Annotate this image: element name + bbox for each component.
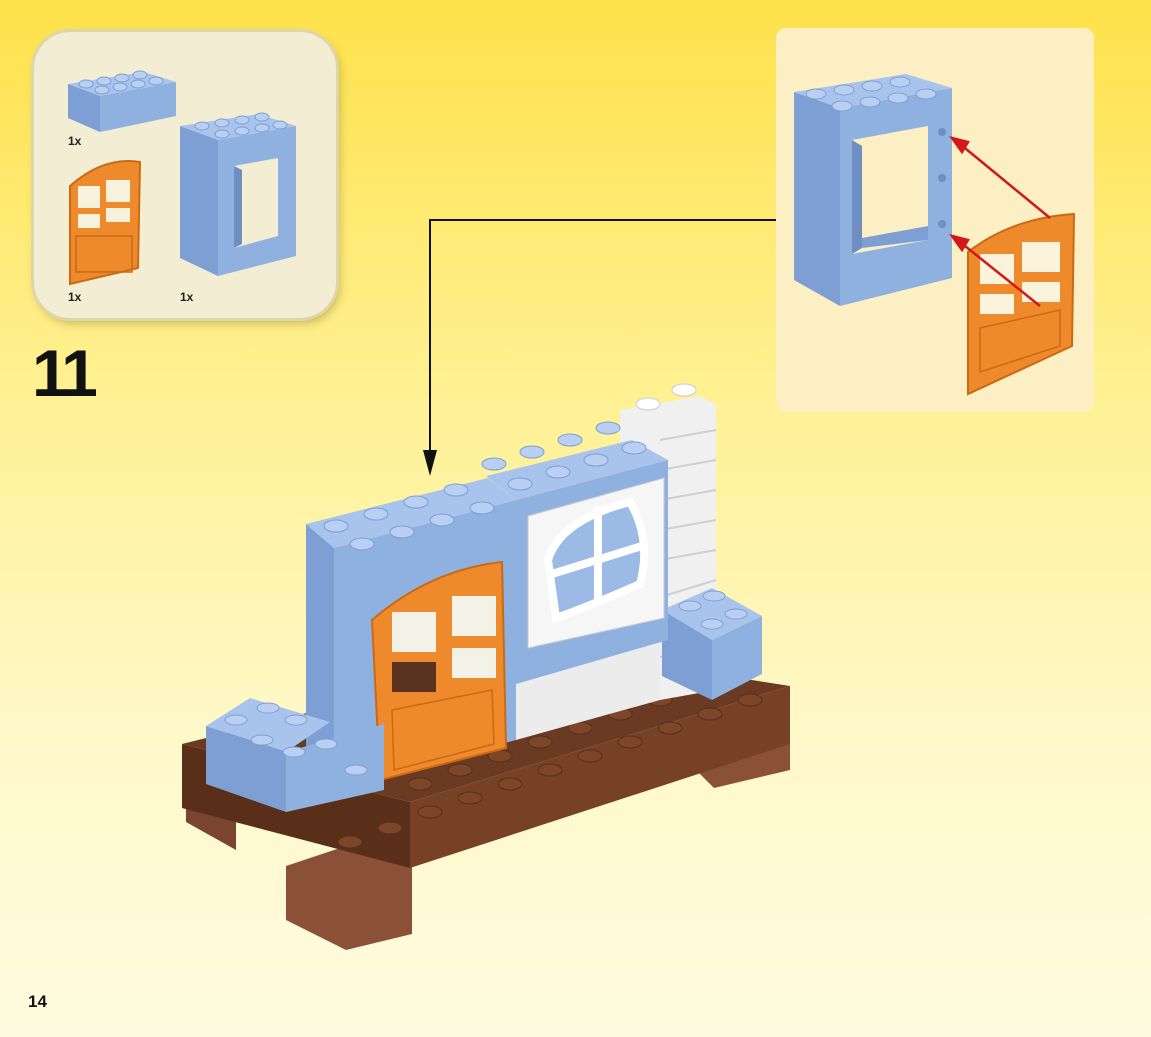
sub-assembly-panel <box>776 28 1094 412</box>
page-number: 14 <box>28 992 47 1011</box>
parts-list-panel: 1x 1x 1x <box>34 32 336 318</box>
part-orange-door-image <box>69 160 142 286</box>
part-blue-brick-2x4-image <box>68 70 176 132</box>
part-door-quantity: 1x <box>68 290 82 304</box>
part-door-frame-image <box>180 112 296 276</box>
part-brick-quantity: 1x <box>68 134 82 148</box>
sub-assembly-image <box>794 74 1076 396</box>
step-number: 11 <box>32 336 98 410</box>
part-frame-quantity: 1x <box>180 290 194 304</box>
